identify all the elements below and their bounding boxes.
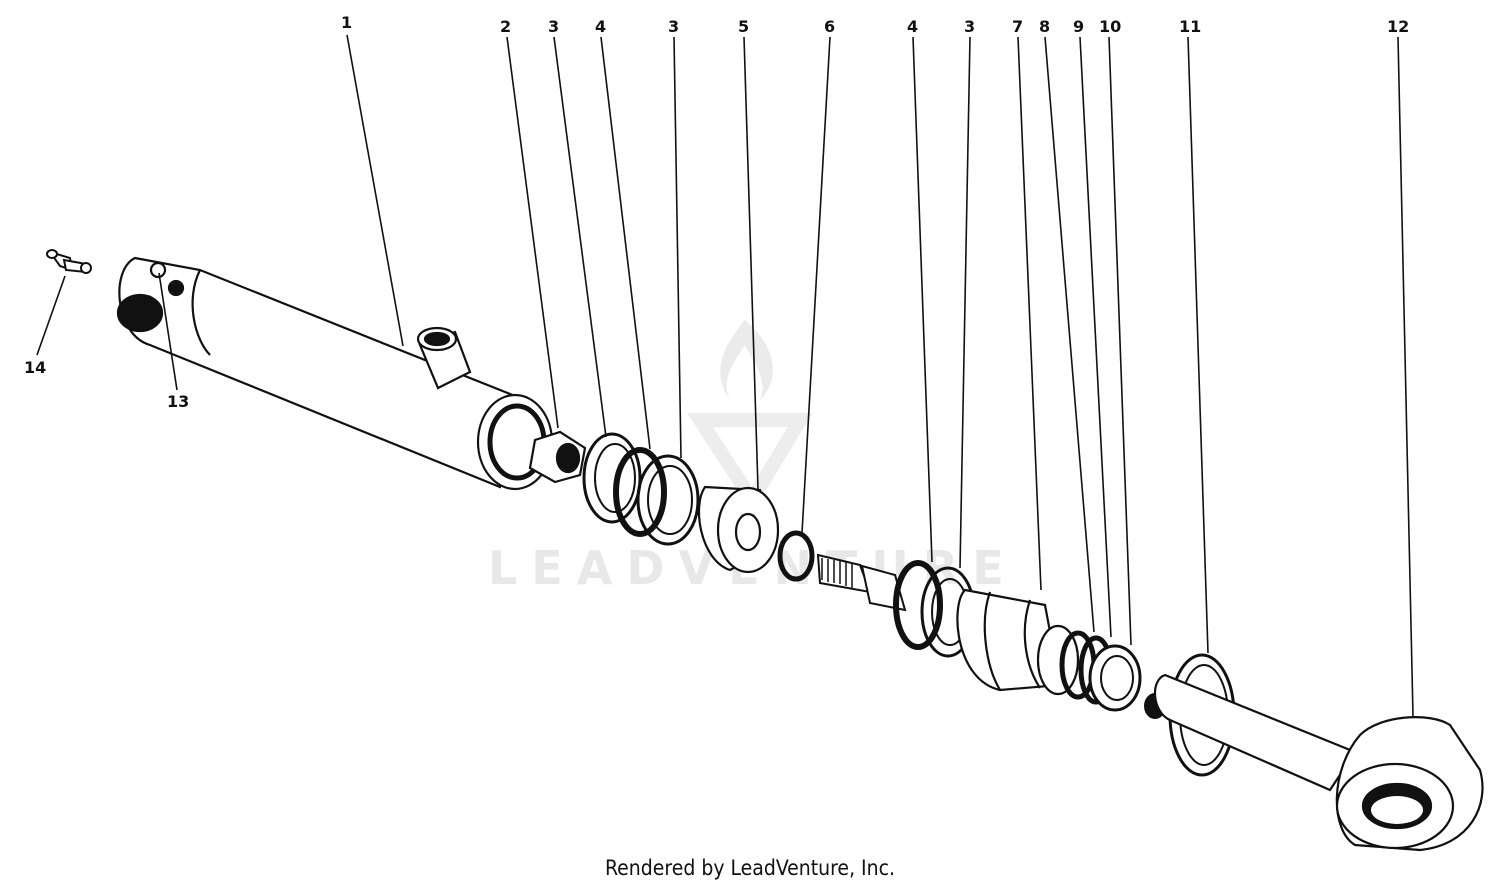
callout-labels: 1 2 3 4 3 5 6 4 3 7 8 9 10 11 12 13 14 bbox=[24, 13, 1409, 411]
callout-4-left: 4 bbox=[595, 17, 606, 36]
part-14-grease-fitting bbox=[46, 249, 92, 274]
part-4-oring-right bbox=[893, 560, 943, 650]
part-4-oring-left bbox=[613, 447, 667, 537]
callout-11: 11 bbox=[1179, 17, 1201, 36]
callout-5: 5 bbox=[738, 17, 749, 36]
callout-3-middle: 3 bbox=[668, 17, 679, 36]
callout-3-left: 3 bbox=[548, 17, 559, 36]
leader-lines bbox=[36, 34, 1414, 717]
callout-8: 8 bbox=[1039, 17, 1050, 36]
part-10-wear-ring bbox=[1088, 644, 1142, 712]
part-3-ring-middle bbox=[636, 454, 700, 546]
callout-2: 2 bbox=[500, 17, 511, 36]
part-3-ring-left bbox=[582, 432, 642, 524]
callout-7: 7 bbox=[1012, 17, 1023, 36]
callout-4-right: 4 bbox=[907, 17, 918, 36]
part-7-piston bbox=[956, 588, 1080, 696]
callout-10: 10 bbox=[1099, 17, 1121, 36]
part-6-oring bbox=[777, 530, 815, 582]
callout-13: 13 bbox=[167, 392, 189, 411]
callout-14: 14 bbox=[24, 358, 46, 377]
callout-6: 6 bbox=[824, 17, 835, 36]
callout-3-right: 3 bbox=[964, 17, 975, 36]
callout-9: 9 bbox=[1073, 17, 1084, 36]
rendered-by-footer: Rendered by LeadVenture, Inc. bbox=[605, 856, 895, 880]
part-2-nut bbox=[528, 430, 587, 484]
callout-12: 12 bbox=[1387, 17, 1409, 36]
part-1-cylinder-barrel bbox=[116, 256, 554, 491]
part-12-piston-rod-eye bbox=[1153, 673, 1484, 852]
part-5-gland bbox=[697, 485, 780, 574]
watermark-flame-icon bbox=[720, 320, 773, 400]
watermark-v-icon bbox=[687, 413, 813, 514]
callout-1: 1 bbox=[341, 13, 352, 32]
